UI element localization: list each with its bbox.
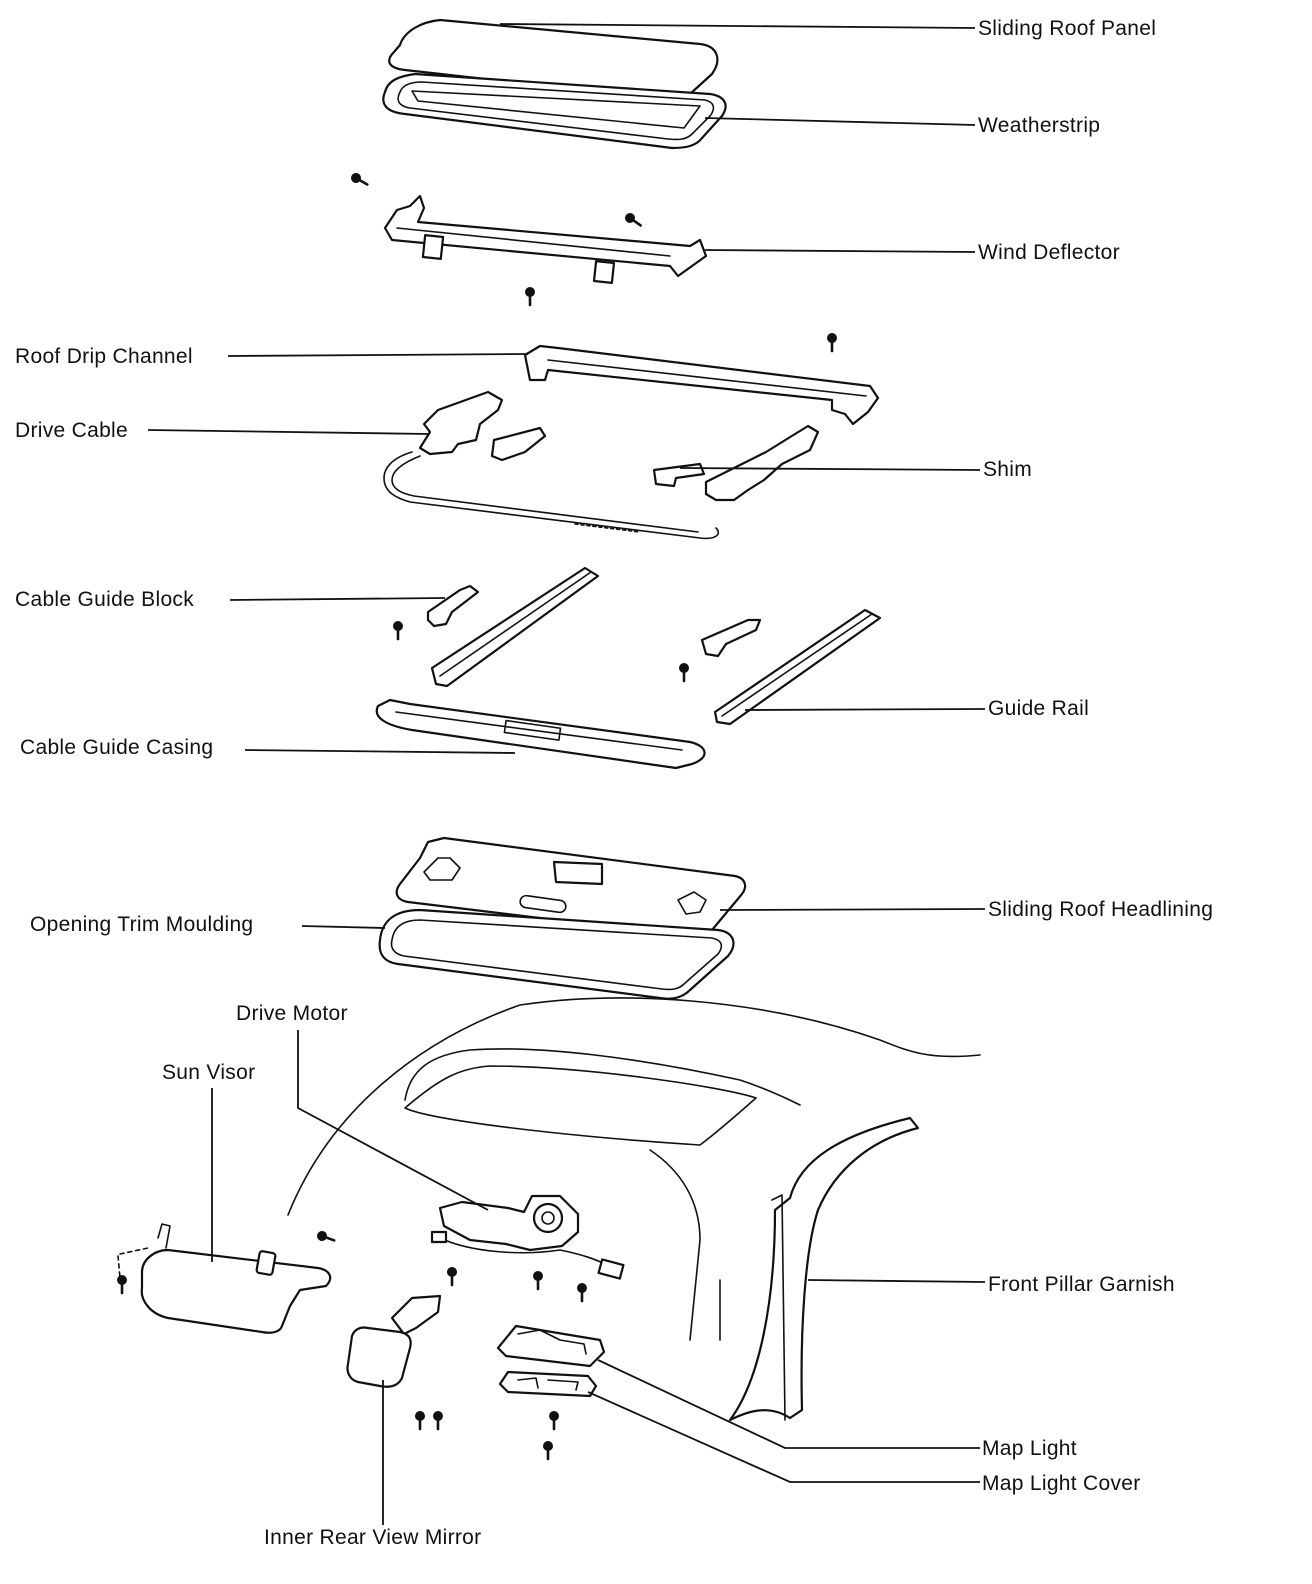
weatherstrip [382,72,727,150]
guide-rail [713,608,882,726]
label-front-pillar-garnish: Front Pillar Garnish [988,1273,1175,1296]
label-cable-guide-block: Cable Guide Block [15,588,195,611]
wind-deflector [383,194,708,284]
map-light [496,1324,606,1368]
opening-trim-moulding [378,908,735,1000]
front-pillar-garnish [728,1116,920,1422]
label-opening-trim-moulding: Opening Trim Moulding [30,913,254,936]
label-drive-motor: Drive Motor [236,1002,348,1025]
label-guide-rail: Guide Rail [988,697,1090,720]
guide-rail-left [430,566,600,688]
label-sun-visor: Sun Visor [162,1061,256,1084]
leader-lines [147,23,986,1525]
label-cable-guide-casing: Cable Guide Casing [20,736,214,759]
label-wind-deflector: Wind Deflector [978,241,1120,264]
label-sliding-roof-panel: Sliding Roof Panel [978,17,1157,40]
label-shim: Shim [983,458,1033,481]
sun-visor [117,1223,332,1334]
cable-guide-casing [375,698,706,770]
drive-motor [430,1194,625,1280]
label-sliding-roof-headlining: Sliding Roof Headlining [988,898,1214,921]
label-roof-drip-channel: Roof Drip Channel [15,345,193,368]
drive-cable [383,390,820,540]
label-weatherstrip: Weatherstrip [978,114,1101,137]
roof-outline [287,997,981,1341]
cable-guide-block [426,584,480,628]
roof-drip-channel [523,344,880,426]
label-drive-cable: Drive Cable [15,419,129,442]
cable-guide-block-right [700,618,762,658]
label-map-light: Map Light [982,1437,1077,1460]
map-light-cover [498,1370,598,1398]
inner-rear-view-mirror [346,1294,442,1388]
label-map-light-cover: Map Light Cover [982,1472,1141,1495]
label-inner-rear-view-mirror: Inner Rear View Mirror [264,1526,482,1549]
